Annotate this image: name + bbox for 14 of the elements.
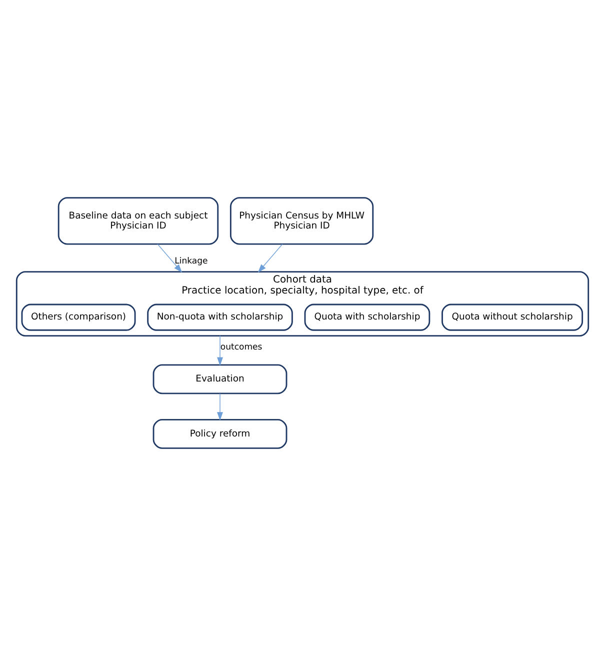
arrow xyxy=(217,392,223,420)
node-box: Quota without scholarship xyxy=(442,303,584,330)
edge-label: Linkage xyxy=(174,256,208,266)
arrow xyxy=(258,243,283,272)
node-box: Policy reform xyxy=(152,418,288,448)
node-box: Baseline data on each subject Physician ID xyxy=(58,196,219,244)
node-box: Evaluation xyxy=(152,364,288,394)
node-box: Physician Census by MHLW Physician ID xyxy=(230,196,374,244)
edge-label: outcomes xyxy=(220,342,262,352)
node-box: Non-quota with scholarship xyxy=(147,303,293,330)
arrow xyxy=(217,334,223,366)
node-box: Others (comparison) xyxy=(21,303,136,330)
arrow xyxy=(157,243,182,272)
node-box: Quota with scholarship xyxy=(304,303,430,330)
